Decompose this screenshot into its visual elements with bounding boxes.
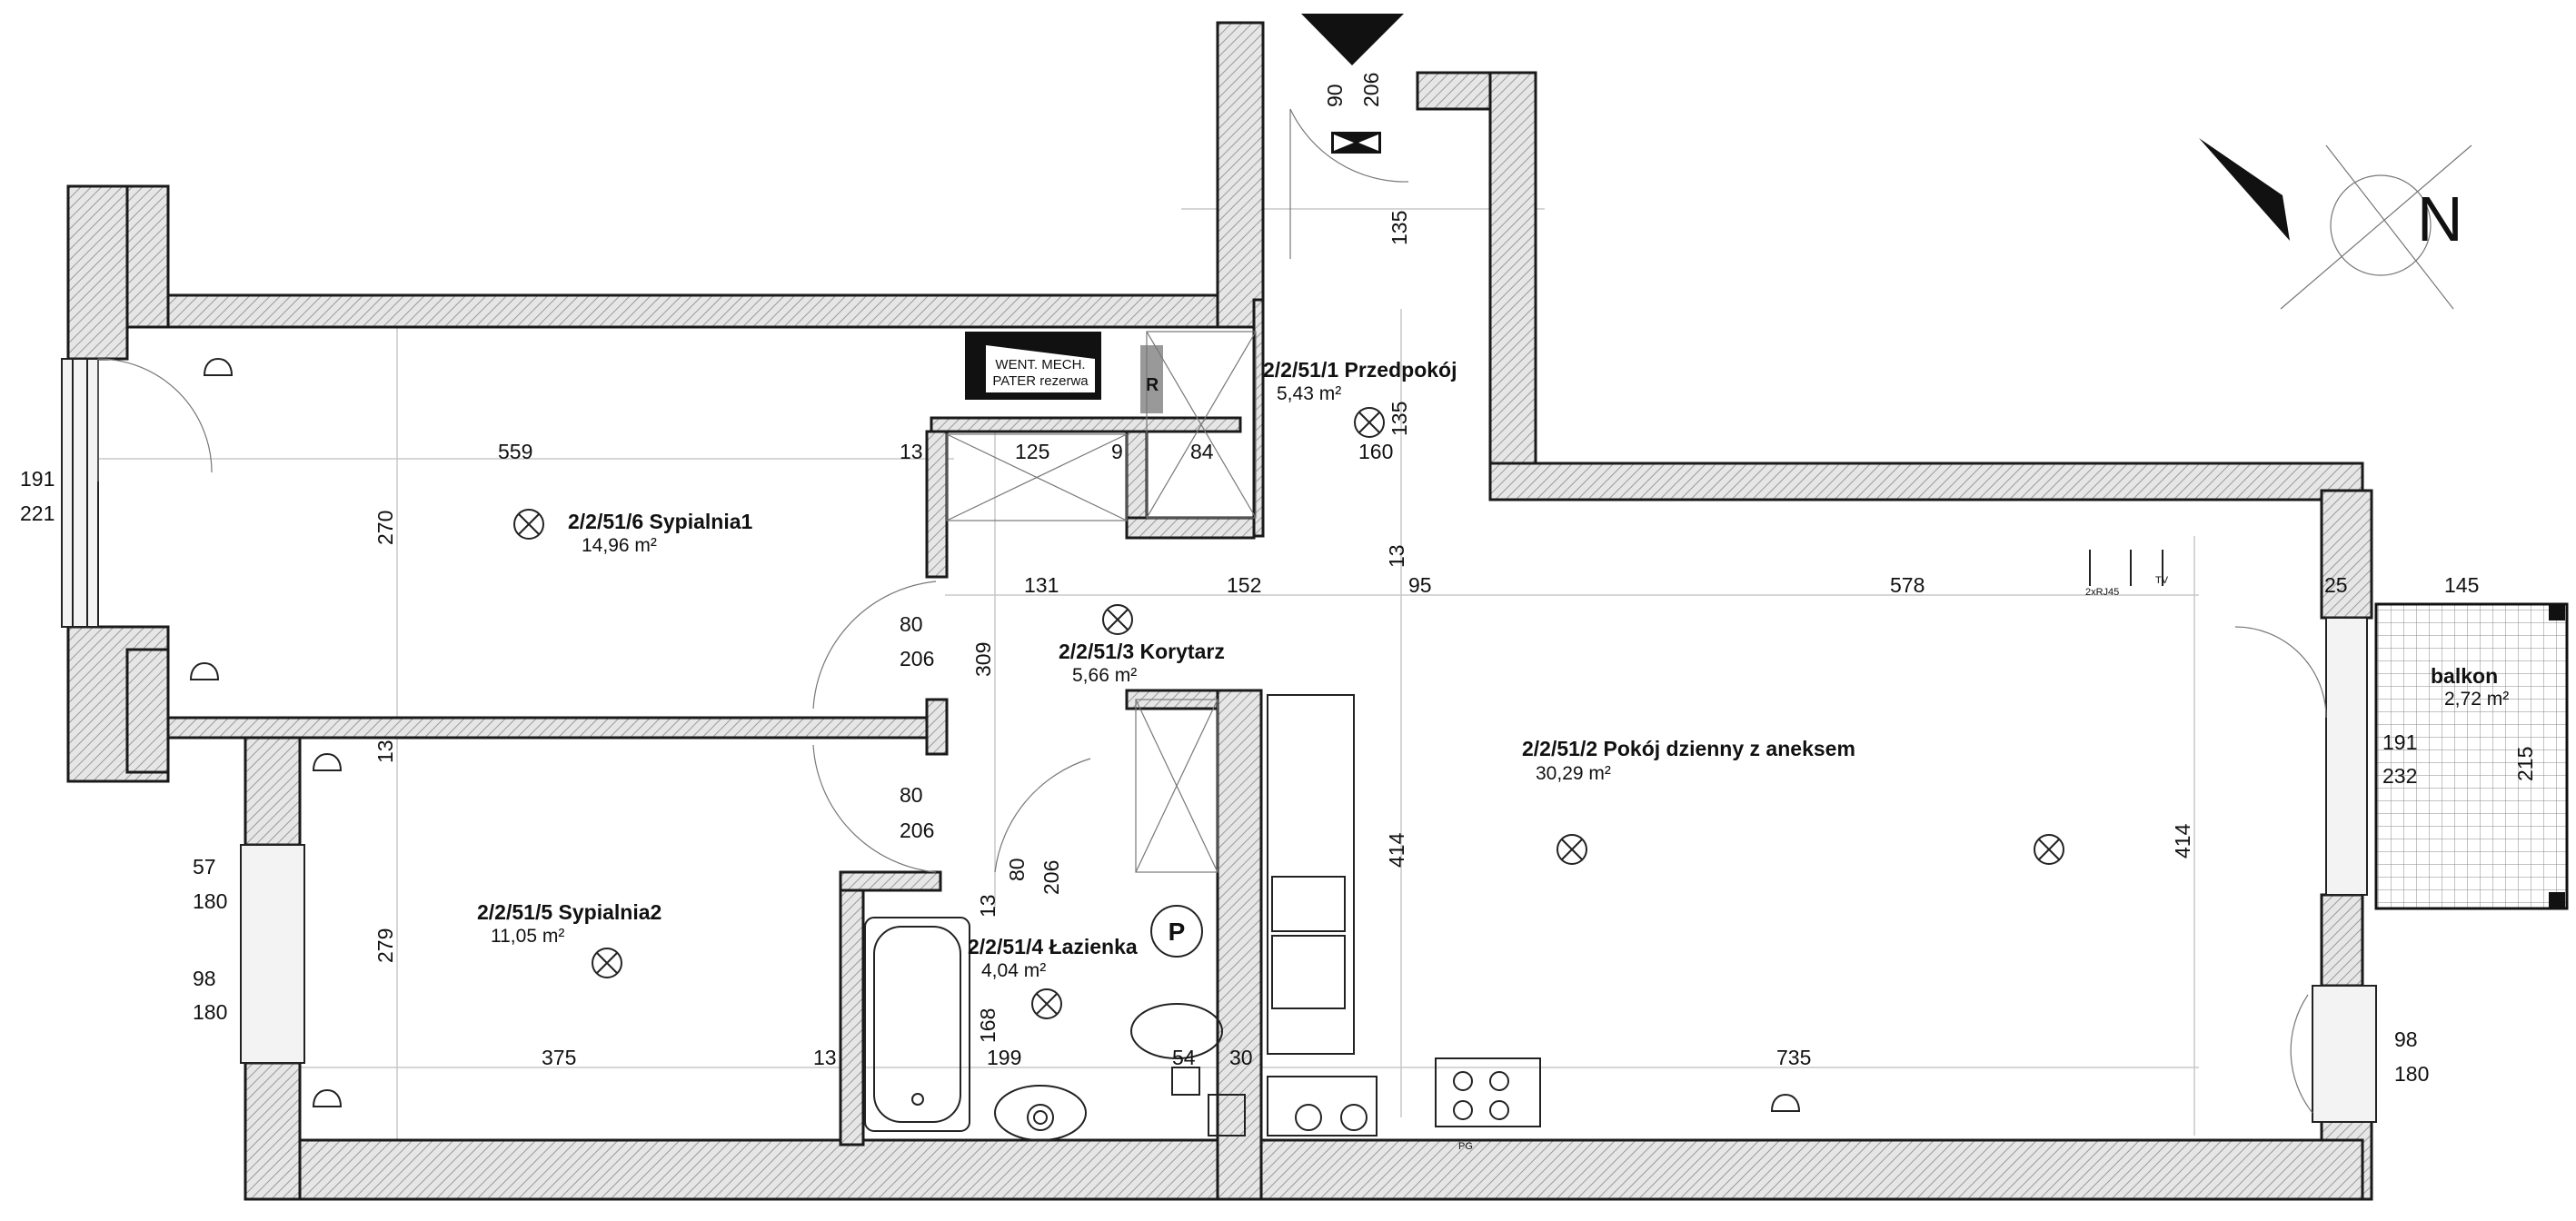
dim-414-a: 414 bbox=[1385, 832, 1408, 868]
dim-95: 95 bbox=[1408, 573, 1432, 597]
dim-279: 279 bbox=[373, 928, 397, 963]
dim-131: 131 bbox=[1024, 573, 1059, 597]
dim-window-br2-width: 98 bbox=[193, 967, 216, 990]
door-swings bbox=[97, 108, 2327, 1114]
riser: R bbox=[1140, 345, 1163, 413]
compass-north-label: N bbox=[2417, 184, 2463, 254]
dim-199: 199 bbox=[987, 1046, 1021, 1069]
dim-270: 270 bbox=[373, 511, 397, 545]
dim-door3-width: 80 bbox=[1005, 858, 1029, 881]
dim-window-balcony-height: 232 bbox=[2382, 764, 2417, 788]
bathroom-fixtures bbox=[864, 905, 1223, 1141]
entry-marker bbox=[1301, 14, 1404, 154]
dim-135-a: 135 bbox=[1387, 211, 1411, 245]
dim-window-br-width: 57 bbox=[193, 855, 216, 879]
dim-135-b: 135 bbox=[1387, 402, 1411, 436]
dim-door1-width: 80 bbox=[900, 612, 923, 636]
windows bbox=[61, 358, 2377, 1123]
dim-entry-width: 90 bbox=[1323, 84, 1347, 107]
dim-215: 215 bbox=[2513, 747, 2537, 781]
dim-13-b: 13 bbox=[1385, 544, 1408, 568]
gas-label: PG bbox=[1458, 1141, 1473, 1152]
room-name-przedpokoj: 2/2/51/1 Przedpokój bbox=[1263, 358, 1457, 382]
dim-13-f: 13 bbox=[813, 1046, 837, 1069]
vent-label-1: WENT. MECH. bbox=[995, 357, 1085, 372]
light-fixtures bbox=[513, 407, 2064, 1019]
dim-152: 152 bbox=[1227, 573, 1261, 597]
room-area-sypialnia1: 14,96 m² bbox=[582, 535, 657, 556]
compass: N bbox=[2199, 138, 2472, 310]
room-name-sypialnia2: 2/2/51/5 Sypialnia2 bbox=[477, 900, 661, 924]
room-name-korytarz: 2/2/51/3 Korytarz bbox=[1059, 640, 1225, 663]
dim-window-right-width: 98 bbox=[2394, 1027, 2418, 1051]
dim-9: 9 bbox=[1111, 440, 1123, 463]
dim-door3-height: 206 bbox=[1039, 860, 1063, 895]
room-name-pokoj-dzienny: 2/2/51/2 Pokój dzienny z aneksem bbox=[1522, 737, 1855, 760]
dim-13-d: 13 bbox=[976, 894, 1000, 918]
dim-entry-height: 206 bbox=[1359, 73, 1383, 107]
dim-window-balcony-width: 191 bbox=[2382, 730, 2417, 754]
pump-label: P bbox=[1169, 918, 1186, 946]
dim-160: 160 bbox=[1358, 440, 1393, 463]
room-area-balkon: 2,72 m² bbox=[2444, 689, 2509, 710]
dim-559: 559 bbox=[498, 440, 532, 463]
kitchen bbox=[1171, 694, 1541, 1137]
dim-375: 375 bbox=[542, 1046, 576, 1069]
electrical-symbols bbox=[189, 357, 2163, 1112]
dim-door2-width: 80 bbox=[900, 783, 923, 807]
closets bbox=[946, 331, 1257, 873]
vent-box: WENT. MECH. PATER rezerwa bbox=[965, 332, 1101, 400]
dim-414-b: 414 bbox=[2171, 823, 2194, 859]
dim-25: 25 bbox=[2324, 573, 2348, 597]
dim-window-br-height: 180 bbox=[193, 889, 227, 913]
room-name-lazienka: 2/2/51/4 Łazienka bbox=[968, 935, 1138, 958]
room-area-pokoj-dzienny: 30,29 m² bbox=[1536, 763, 1611, 784]
dim-145: 145 bbox=[2444, 573, 2479, 597]
dim-door1-height: 206 bbox=[900, 647, 934, 670]
dim-13-c: 13 bbox=[373, 740, 397, 763]
dim-30: 30 bbox=[1229, 1046, 1253, 1069]
dim-125: 125 bbox=[1015, 440, 1049, 463]
room-name-sypialnia1: 2/2/51/6 Sypialnia1 bbox=[568, 510, 753, 533]
dim-window-left-height: 221 bbox=[20, 501, 55, 525]
riser-label: R bbox=[1146, 375, 1159, 395]
room-area-przedpokoj: 5,43 m² bbox=[1277, 383, 1341, 404]
dim-578: 578 bbox=[1890, 573, 1925, 597]
dim-13-a: 13 bbox=[900, 440, 923, 463]
dimension-labels: 90 206 135 135 160 559 13 125 9 84 270 1… bbox=[20, 73, 2537, 1086]
dim-84: 84 bbox=[1190, 440, 1214, 463]
room-area-sypialnia2: 11,05 m² bbox=[491, 926, 564, 947]
room-labels: 2/2/51/1 Przedpokój 5,43 m² 2/2/51/2 Pok… bbox=[477, 358, 2509, 981]
vent-label-2: PATER rezerwa bbox=[992, 373, 1089, 389]
dim-window-br2-height: 180 bbox=[193, 1000, 227, 1024]
dim-54: 54 bbox=[1172, 1046, 1196, 1069]
tv-label: TV bbox=[2155, 575, 2169, 586]
dim-309: 309 bbox=[971, 642, 995, 677]
dim-735: 735 bbox=[1776, 1046, 1811, 1069]
dim-window-left-width: 191 bbox=[20, 467, 55, 491]
rj45-label: 2xRJ45 bbox=[2085, 587, 2119, 598]
dim-window-right-height: 180 bbox=[2394, 1062, 2429, 1086]
room-name-balkon: balkon bbox=[2431, 664, 2498, 688]
balcony bbox=[2374, 602, 2569, 910]
room-area-korytarz: 5,66 m² bbox=[1072, 665, 1137, 686]
dim-door2-height: 206 bbox=[900, 819, 934, 842]
dim-168: 168 bbox=[976, 1008, 1000, 1043]
walls bbox=[66, 21, 2373, 1201]
room-area-lazienka: 4,04 m² bbox=[981, 960, 1046, 981]
